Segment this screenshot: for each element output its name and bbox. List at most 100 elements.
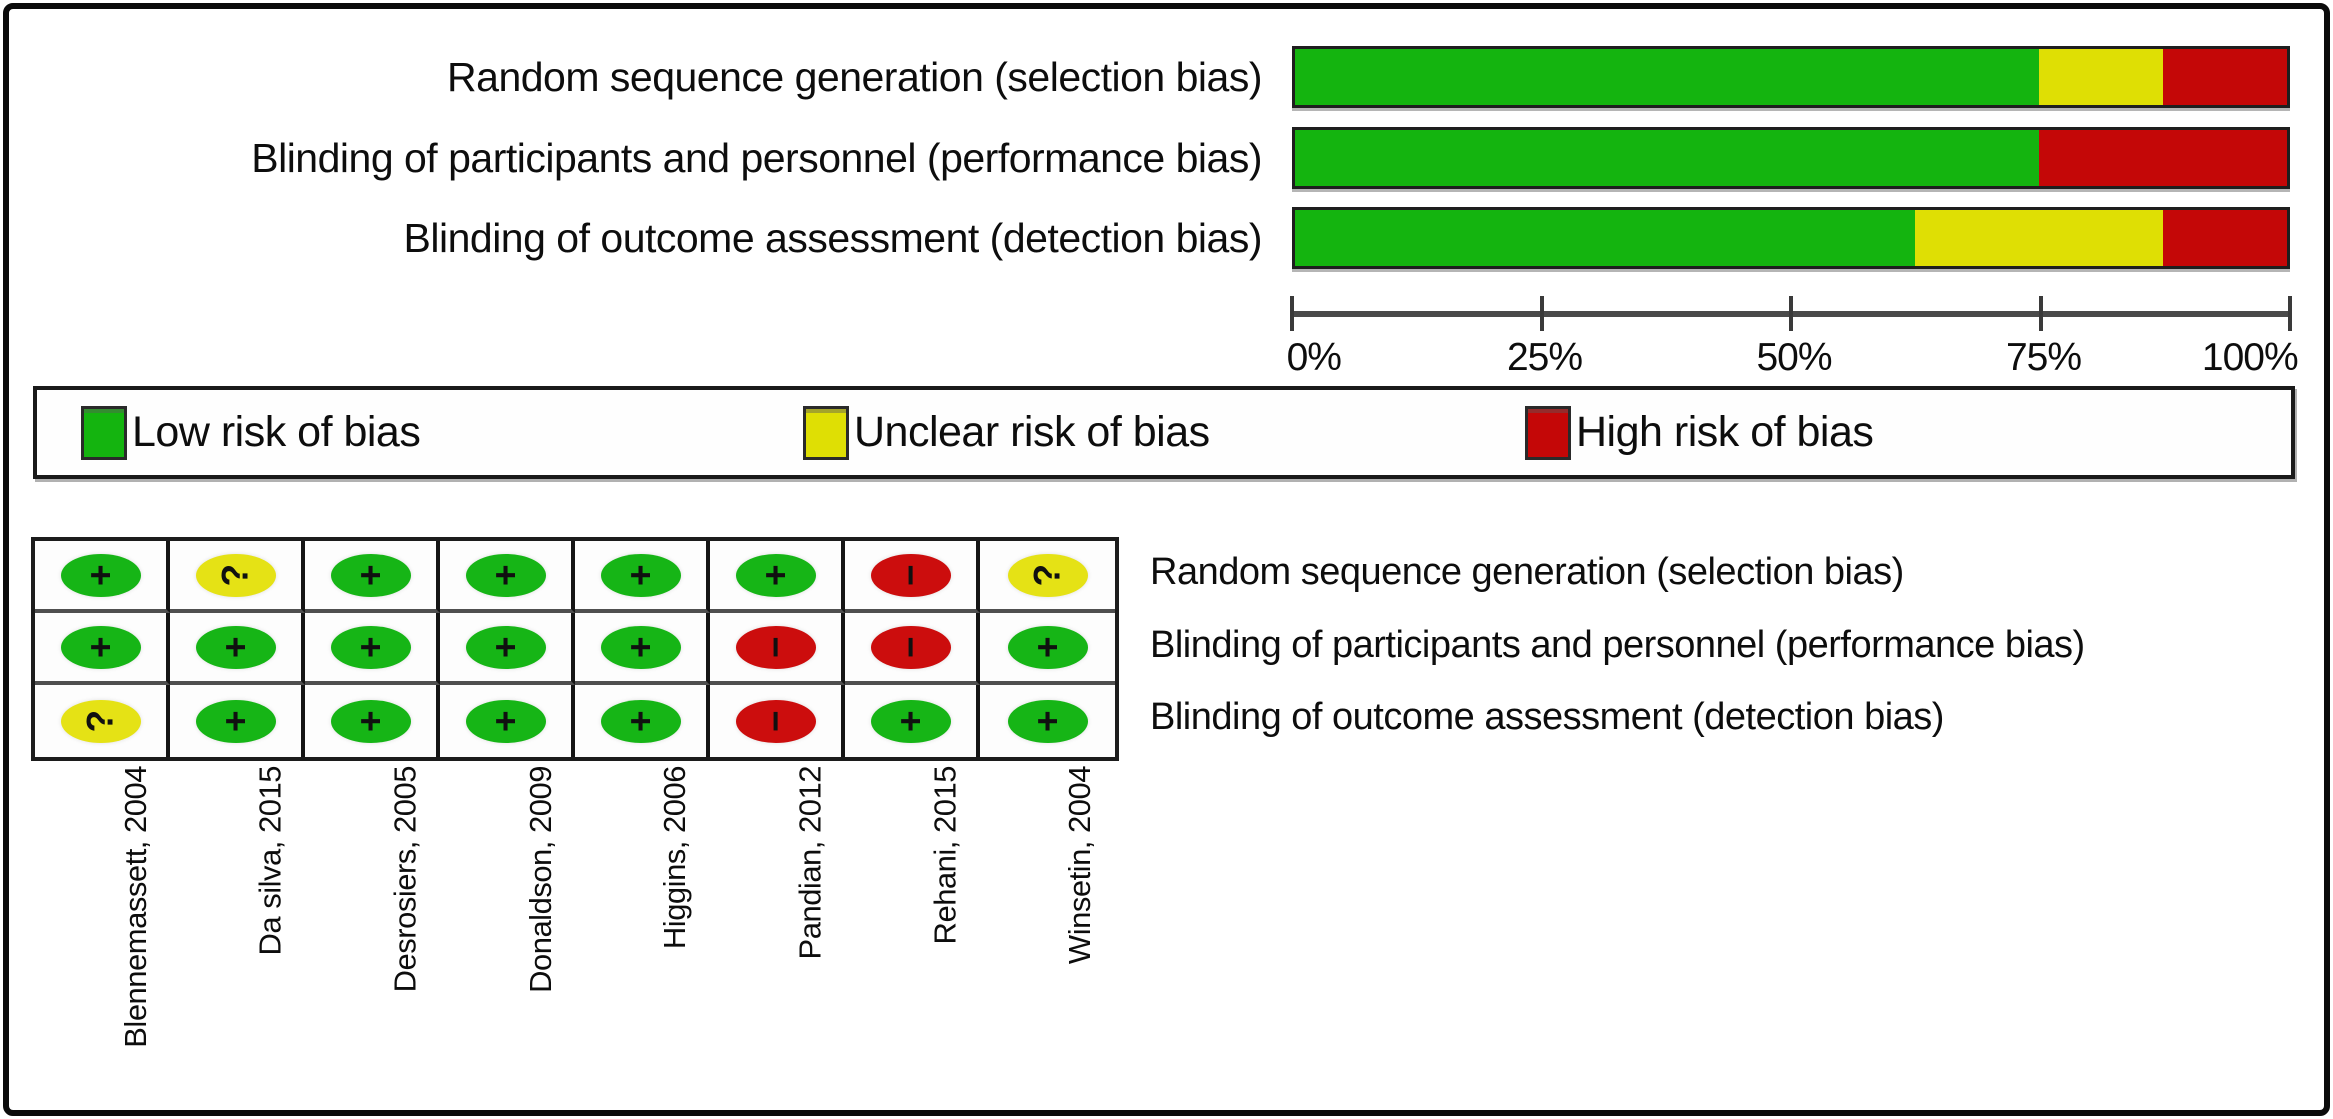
legend-item-low: Low risk of bias	[81, 390, 421, 475]
study-label-column: Pandian, 2012	[706, 762, 841, 1092]
judgement-high: −	[870, 625, 951, 669]
judgement-low: +	[330, 553, 411, 597]
judgement-symbol: +	[484, 710, 526, 732]
criteria-label-2: Blinding of participants and personnel (…	[1150, 624, 2085, 666]
judgement-symbol: −	[754, 710, 796, 732]
study-label: Winsetin, 2004	[1062, 766, 1098, 965]
bar-segment-unclear	[2039, 49, 2163, 105]
study-label: Pandian, 2012	[792, 766, 828, 960]
risk-of-bias-table: +?++++−?+++++−−+?++++−++	[31, 537, 1119, 761]
judgement-symbol: ?	[214, 563, 256, 587]
legend-label: Low risk of bias	[132, 408, 421, 456]
judgement-symbol: −	[889, 564, 931, 586]
legend-item-high: High risk of bias	[1525, 390, 1874, 475]
legend: Low risk of bias Unclear risk of bias Hi…	[33, 386, 2295, 479]
judgement-low: +	[330, 699, 411, 743]
study-label: Donaldson, 2009	[522, 766, 558, 993]
bar-segment-low	[1295, 130, 2039, 186]
study-label: Rehani, 2015	[927, 766, 963, 945]
study-label-column: Da silva, 2015	[166, 762, 301, 1092]
bias-graph-row: Blinding of participants and personnel (…	[0, 127, 2333, 189]
axis-tick	[1789, 296, 1793, 331]
judgement-cell: +	[575, 685, 710, 757]
axis-tick-label: 25%	[1506, 336, 1583, 379]
axis-tick-label: 75%	[2005, 336, 2082, 379]
judgement-low: +	[465, 699, 546, 743]
judgement-symbol: −	[889, 636, 931, 658]
axis-tick-label: 50%	[1756, 336, 1832, 379]
judgement-low: +	[465, 553, 546, 597]
judgement-symbol: +	[484, 636, 526, 658]
judgement-cell: −	[845, 541, 980, 613]
axis-tick	[1290, 296, 1294, 331]
axis-tick	[1539, 296, 1544, 331]
bar-segment-low	[1295, 210, 1915, 266]
stacked-bar	[1292, 46, 2290, 108]
judgement-unclear: ?	[60, 699, 141, 743]
judgement-symbol: +	[619, 710, 661, 732]
bias-graph-row-label: Blinding of outcome assessment (detectio…	[403, 214, 1263, 261]
axis-tick	[2288, 296, 2292, 331]
judgement-low: +	[60, 625, 141, 669]
judgement-symbol: +	[1026, 710, 1068, 732]
judgement-low: +	[465, 625, 546, 669]
judgement-symbol: +	[1026, 636, 1068, 658]
judgement-cell: ?	[35, 685, 170, 757]
criteria-label-1: Random sequence generation (selection bi…	[1150, 551, 1904, 593]
judgement-cell: +	[305, 613, 440, 685]
judgement-low: +	[870, 699, 951, 743]
judgement-high: −	[870, 553, 951, 597]
judgement-cell: +	[710, 541, 845, 613]
high-risk-swatch	[1525, 405, 1571, 460]
judgement-low: +	[600, 553, 681, 597]
study-label-column: Winsetin, 2004	[976, 762, 1111, 1092]
judgement-symbol: ?	[1026, 563, 1068, 587]
judgement-cell: −	[710, 685, 845, 757]
judgement-cell: +	[35, 541, 170, 613]
judgement-cell: +	[440, 541, 575, 613]
bias-graph-row: Blinding of outcome assessment (detectio…	[0, 207, 2333, 269]
judgement-cell: +	[575, 613, 710, 685]
judgement-symbol: +	[619, 636, 661, 658]
judgement-cell: ?	[170, 541, 305, 613]
bar-segment-low	[1295, 49, 2039, 105]
legend-label: High risk of bias	[1576, 408, 1874, 456]
x-axis: 0%25%50%75%100%	[1287, 296, 2299, 379]
judgement-cell: ?	[980, 541, 1115, 613]
low-risk-swatch	[81, 405, 127, 460]
judgement-low: +	[600, 699, 681, 743]
judgement-symbol: +	[754, 564, 796, 586]
bar-segment-unclear	[1915, 210, 2163, 266]
study-label: Blennemassett, 2004	[117, 766, 153, 1048]
judgement-low: +	[600, 625, 681, 669]
stacked-bar	[1292, 207, 2290, 269]
judgement-cell: +	[440, 613, 575, 685]
bias-graph-row-label: Random sequence generation (selection bi…	[447, 53, 1262, 100]
judgement-low: +	[1007, 699, 1088, 743]
bar-segment-high	[2039, 130, 2287, 186]
study-label-column: Blennemassett, 2004	[31, 762, 166, 1092]
study-label-column: Rehani, 2015	[841, 762, 976, 1092]
judgement-low: +	[195, 625, 276, 669]
judgement-cell: +	[980, 613, 1115, 685]
judgement-unclear: ?	[195, 553, 276, 597]
bias-graph-row-label: Blinding of participants and personnel (…	[251, 134, 1262, 181]
judgement-cell: −	[845, 613, 980, 685]
judgement-high: −	[735, 699, 816, 743]
judgement-cell: +	[845, 685, 980, 757]
study-label: Higgins, 2006	[657, 766, 693, 950]
legend-item-unclear: Unclear risk of bias	[803, 390, 1210, 475]
axis-tick-label: 100%	[2201, 336, 2299, 379]
judgement-unclear: ?	[1007, 553, 1088, 597]
criteria-label-3: Blinding of outcome assessment (detectio…	[1150, 696, 1944, 738]
judgement-low: +	[195, 699, 276, 743]
judgement-cell: +	[35, 613, 170, 685]
judgement-cell: +	[170, 613, 305, 685]
judgement-symbol: +	[889, 710, 931, 732]
judgement-symbol: +	[619, 564, 661, 586]
judgement-cell: +	[575, 541, 710, 613]
study-label-column: Donaldson, 2009	[436, 762, 571, 1092]
bar-segment-high	[2163, 210, 2287, 266]
